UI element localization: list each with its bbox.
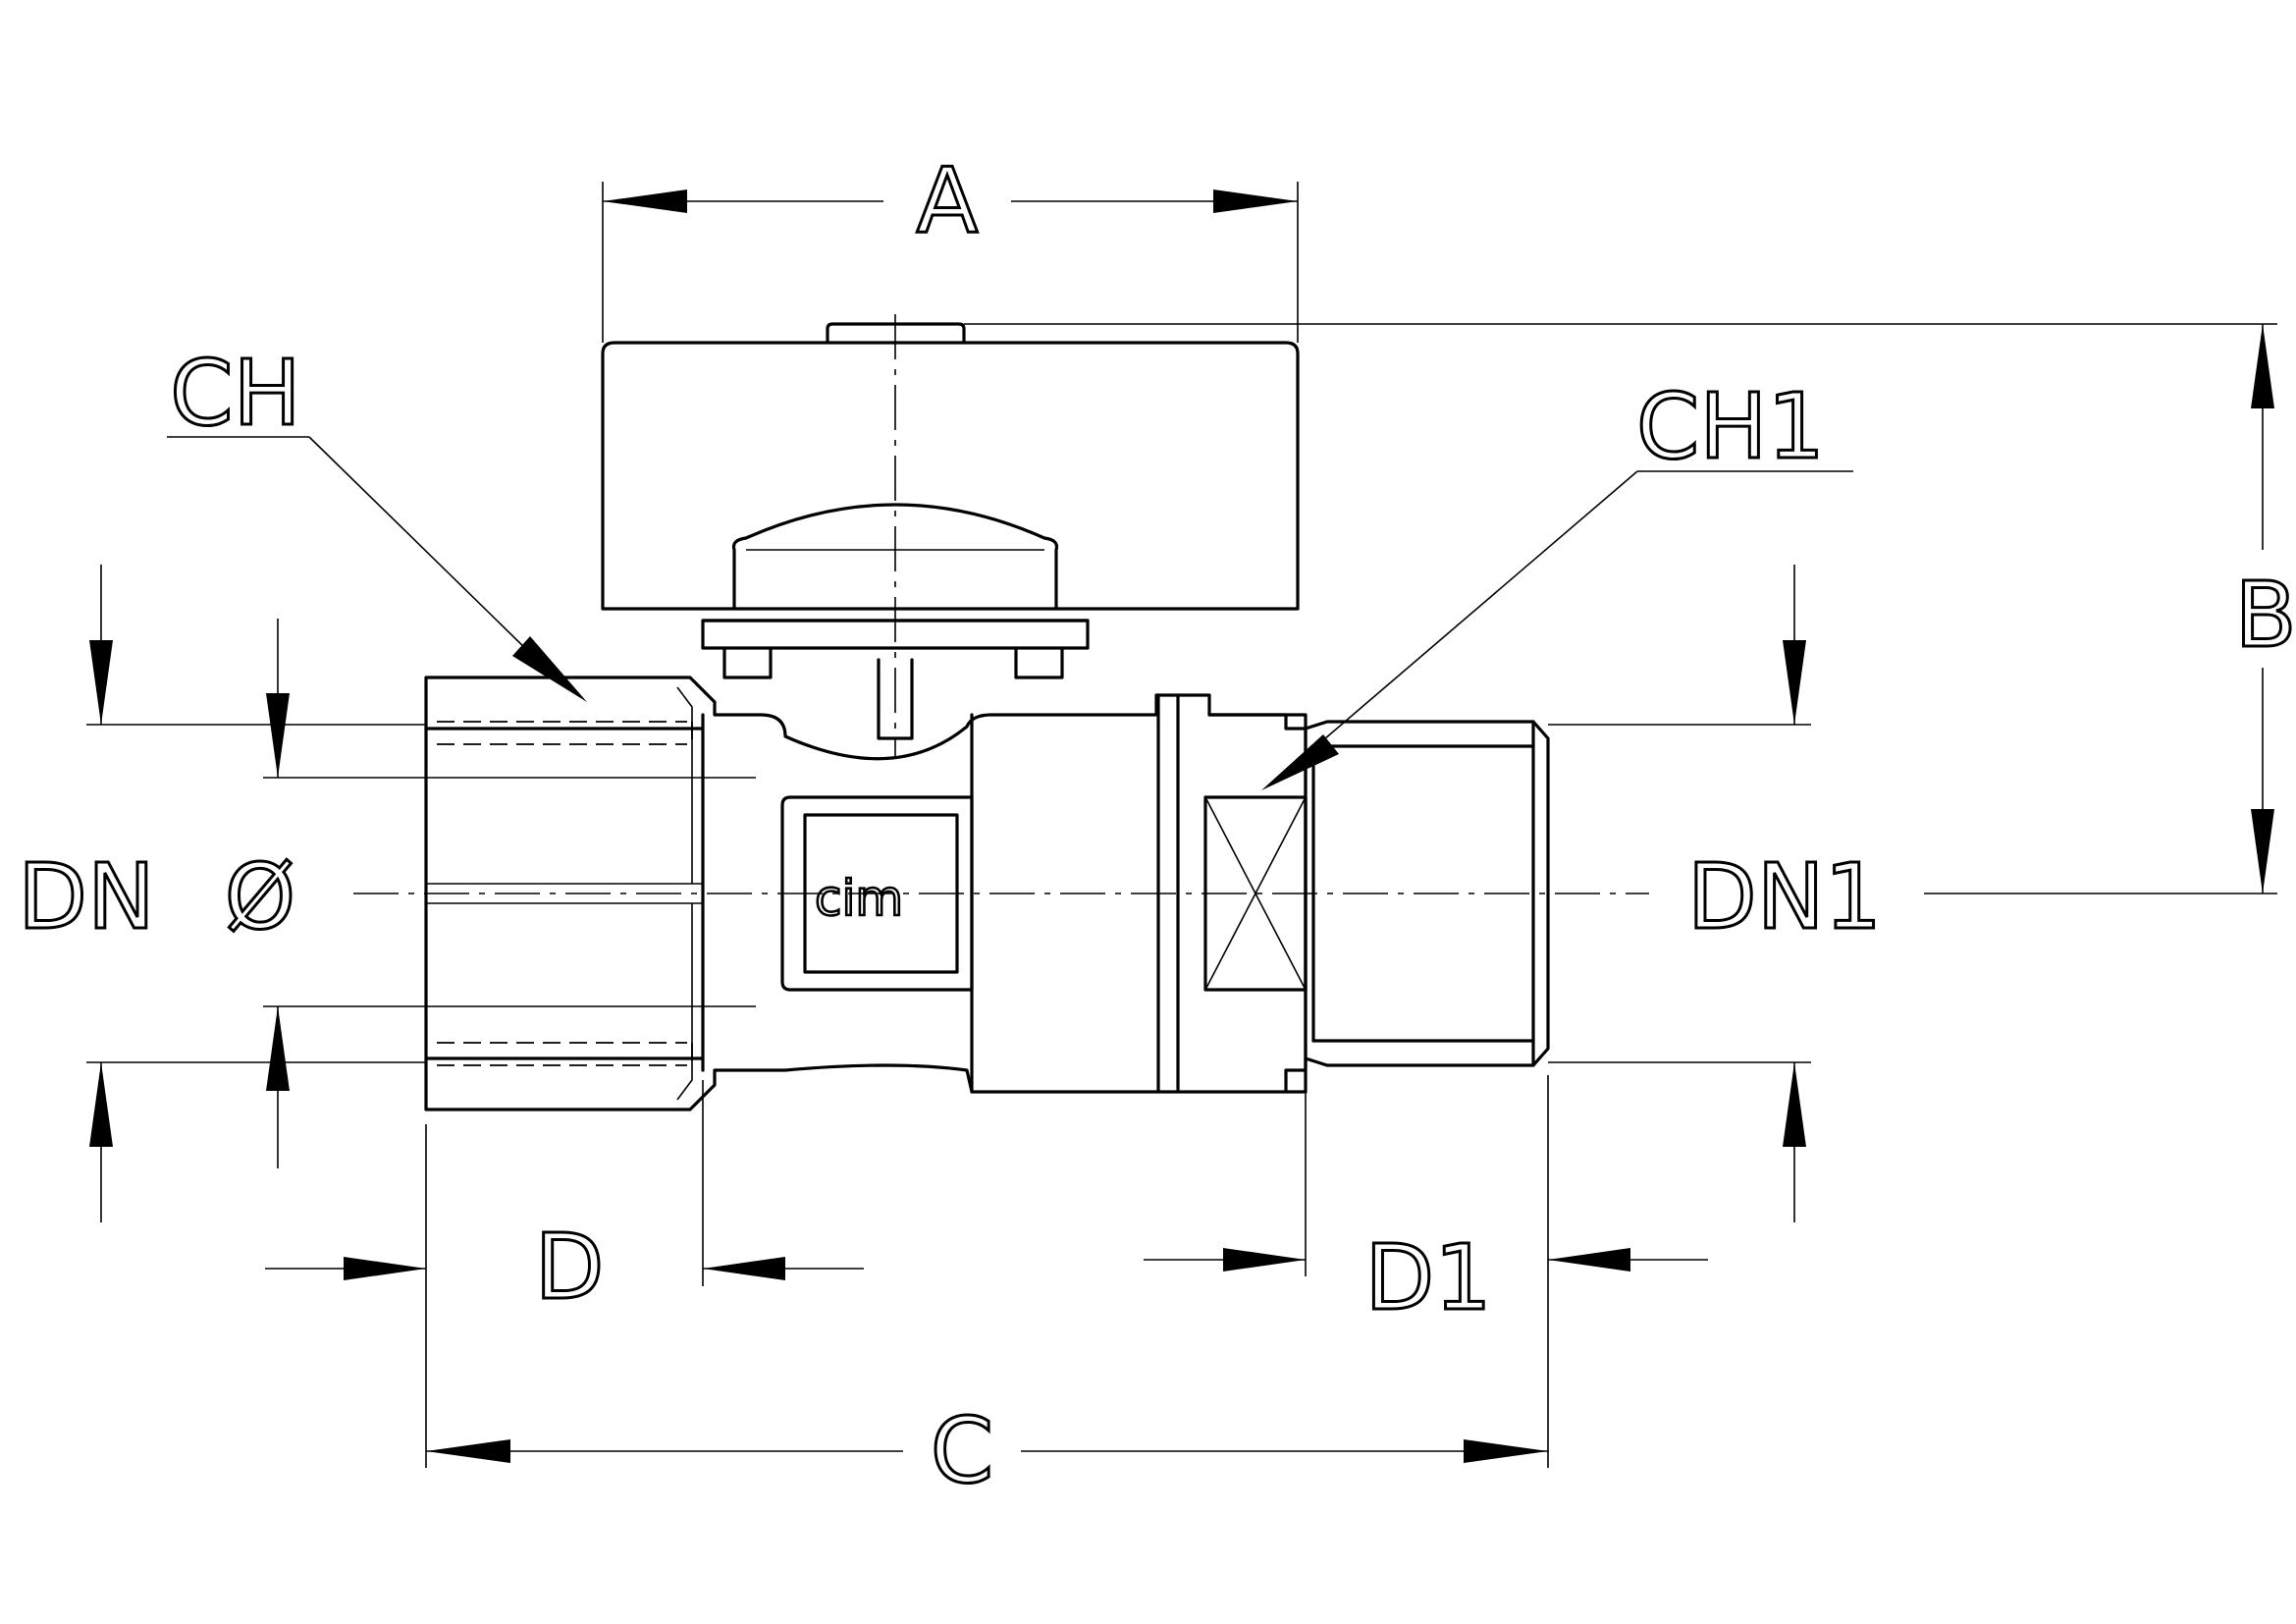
label-ch: CH — [170, 341, 300, 446]
label-b: B — [2234, 563, 2296, 668]
label-d1: D1 — [1364, 1225, 1491, 1330]
leader-ch — [167, 436, 587, 702]
dimension-a — [602, 182, 1299, 343]
dimension-d — [265, 1080, 864, 1286]
male-threaded-end — [1304, 720, 1550, 1067]
label-diameter: Ø — [225, 844, 295, 949]
dimension-c — [425, 1075, 1549, 1468]
label-dn1: DN1 — [1687, 844, 1882, 949]
brand-logo: cim — [815, 870, 903, 927]
dimension-d1 — [1144, 1075, 1708, 1276]
valve-central-body: cim — [780, 713, 974, 1094]
female-thread-hidden-lines — [437, 721, 693, 1066]
label-dn: DN — [18, 844, 155, 949]
label-c: C — [931, 1398, 993, 1503]
dimension-diameter — [263, 619, 756, 1168]
leader-ch1 — [1261, 470, 1853, 790]
label-a: A — [917, 148, 979, 253]
dimension-b — [964, 323, 2277, 894]
dimension-dn1 — [1548, 565, 1811, 1222]
valve-handle — [601, 322, 1300, 740]
label-d: D — [535, 1215, 605, 1320]
label-ch1: CH1 — [1636, 374, 1825, 479]
dimension-dn — [86, 565, 426, 1222]
center-lines — [353, 314, 1649, 894]
